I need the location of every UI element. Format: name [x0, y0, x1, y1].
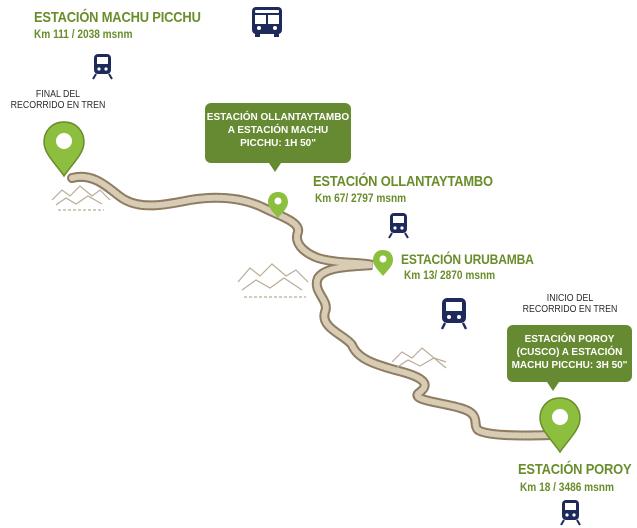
callout-line1: ESTACIÓN OLLANTAYTAMBO: [206, 112, 350, 123]
station-detail-poroy: Km 18 / 3486 msnm: [520, 482, 614, 494]
map-pin-icon[interactable]: [43, 121, 85, 178]
station-name-urubamba: ESTACIÓN URUBAMBA: [401, 251, 534, 267]
callout-line3: MACHU PICCHU: 3H 50": [511, 360, 628, 371]
route-start-note: INICIO DEL RECORRIDO EN TREN: [519, 293, 621, 315]
callout-line2: A ESTACIÓN MACHU: [227, 125, 329, 136]
train-icon: [388, 213, 409, 239]
train-icon: [560, 500, 581, 526]
map-pin-icon[interactable]: [373, 250, 393, 276]
callout-line3: PICCHU: 1H 50": [240, 138, 316, 149]
train-icon: [440, 298, 468, 330]
route-start-note-line2: RECORRIDO EN TREN: [522, 304, 618, 315]
map-pin-icon[interactable]: [268, 192, 288, 218]
route-end-note-line2: RECORRIDO EN TREN: [10, 100, 106, 111]
station-detail-urubamba: Km 13/ 2870 msnm: [404, 270, 496, 282]
station-name-poroy: ESTACIÓN POROY: [518, 461, 632, 478]
route-end-note: FINAL DEL RECORRIDO EN TREN: [7, 89, 109, 111]
station-detail-machu-picchu: Km 111 / 2038 msnm: [34, 29, 133, 41]
station-name-ollantaytambo: ESTACIÓN OLLANTAYTAMBO: [313, 173, 493, 190]
map-pin-icon[interactable]: [539, 397, 581, 454]
travel-time-callout-poroy: ESTACIÓN POROY (CUSCO) A ESTACIÓN MACHU …: [507, 325, 632, 391]
travel-time-callout-ollantaytambo: ESTACIÓN OLLANTAYTAMBO A ESTACIÓN MACHU …: [205, 103, 351, 172]
mountains-icon: [391, 347, 447, 369]
route-start-note-line1: INICIO DEL: [546, 293, 594, 304]
station-name-machu-picchu: ESTACIÓN MACHU PICCHU: [34, 9, 201, 26]
station-detail-ollantaytambo: Km 67/ 2797 msnm: [315, 193, 407, 205]
callout-line2: (CUSCO) A ESTACIÓN: [516, 347, 623, 358]
mountains-icon: [237, 263, 309, 298]
callout-line1: ESTACIÓN POROY: [524, 334, 615, 345]
train-icon: [92, 54, 113, 80]
railway-track: [67, 171, 557, 441]
route-end-note-line1: FINAL DEL: [35, 89, 81, 100]
mountains-icon: [51, 185, 111, 211]
bus-icon: [252, 7, 282, 37]
